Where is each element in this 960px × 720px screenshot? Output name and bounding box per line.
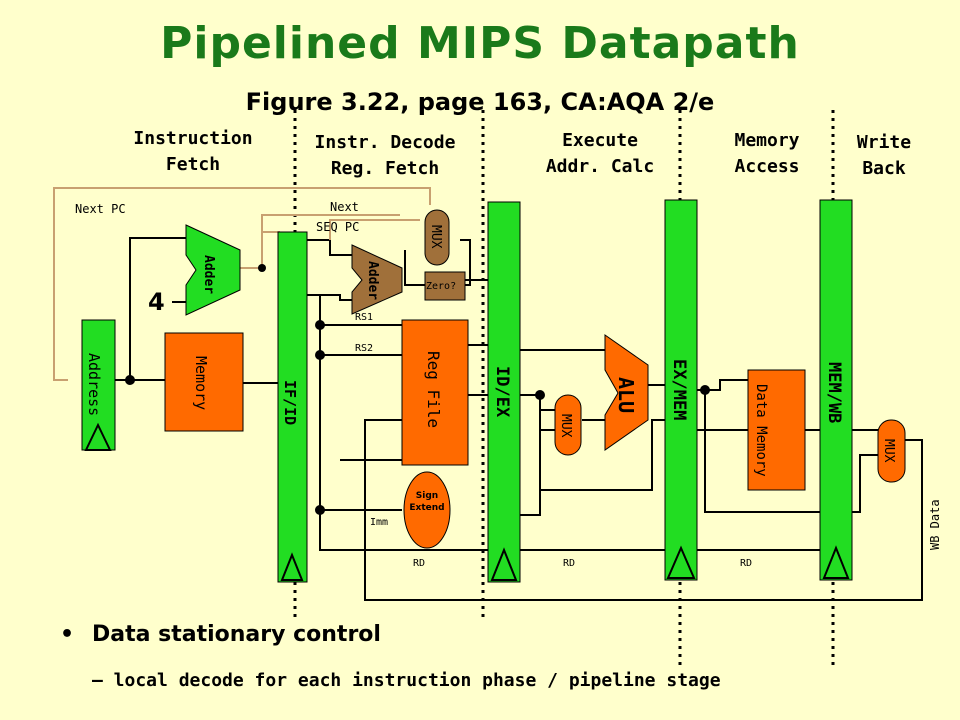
page-title: Pipelined MIPS Datapath (160, 18, 800, 69)
figure-subtitle: Figure 3.22, page 163, CA:AQA 2/e (245, 88, 715, 116)
ex-mem-register (664, 199, 698, 581)
sign-extend-label: Sign Extend (409, 491, 445, 513)
bullet-main: •Data stationary control (60, 622, 381, 647)
junction-dots (125, 264, 710, 515)
stage-execute: Execute Addr. Calc (545, 130, 655, 177)
zero-label: Zero? (426, 281, 457, 292)
id-ex-label: ID/EX (492, 366, 512, 418)
branch-adder (351, 244, 403, 315)
wb-mux-label: MUX (881, 438, 896, 463)
alu (604, 334, 649, 451)
stage-write-back: Write Back (856, 132, 912, 179)
next-seq-pc-label-1: Next (330, 200, 359, 214)
mem-wb-register (819, 199, 853, 581)
wb-data-label: WB Data (928, 499, 942, 551)
address-label: Address (85, 353, 103, 417)
instruction-memory-label: Memory (192, 355, 210, 411)
if-id-register (277, 231, 308, 583)
clock-triangle-id-ex (490, 547, 518, 581)
mem-wb-label: MEM/WB (824, 362, 844, 424)
rd-label-3: RD (740, 558, 753, 569)
ex-mem-label: EX/MEM (669, 359, 689, 421)
data-memory (747, 369, 806, 491)
clock-triangle-mem-wb (822, 545, 850, 579)
bullet-dot: • (60, 622, 75, 647)
bullet-sub: – local decode for each instruction phas… (92, 670, 721, 691)
instruction-memory (164, 332, 244, 432)
stage-instruction-fetch: Instruction Fetch (133, 128, 253, 175)
if-id-label: IF/ID (281, 380, 299, 426)
pc-mux-label: MUX (428, 225, 443, 249)
rd-label-2: RD (563, 558, 576, 569)
next-pc-label: Next PC (75, 202, 126, 216)
zero-test (424, 271, 466, 301)
stage-instr-decode: Instr. Decode Reg. Fetch (314, 132, 456, 179)
constant-four: 4 (148, 288, 165, 316)
id-ex-register (487, 201, 521, 583)
next-seq-pc-label-2: SEQ PC (316, 220, 360, 234)
clock-triangle-if-id (280, 552, 304, 581)
pc-adder-label: Adder (201, 255, 216, 295)
alu-mux (554, 394, 582, 456)
branch-adder-label: Adder (365, 260, 380, 301)
pc-mux (424, 209, 450, 266)
stage-memory-access: Memory Access (734, 130, 800, 177)
rd-label-1: RD (413, 558, 426, 569)
data-memory-label: Data Memory (753, 383, 769, 477)
reg-file-label: Reg File (424, 351, 443, 429)
clock-triangle-pc (84, 422, 112, 451)
alu-mux-label: MUX (558, 413, 573, 438)
alu-label: ALU (614, 376, 638, 414)
wires (53, 187, 923, 601)
register-file (401, 319, 469, 466)
imm-label: Imm (370, 517, 389, 528)
clock-triangle-ex-mem (666, 545, 696, 579)
rs1-label: RS1 (355, 312, 374, 323)
pc-adder (185, 224, 241, 316)
sign-extend (403, 471, 451, 549)
rs2-label: RS2 (355, 343, 374, 354)
wb-mux (877, 419, 906, 483)
